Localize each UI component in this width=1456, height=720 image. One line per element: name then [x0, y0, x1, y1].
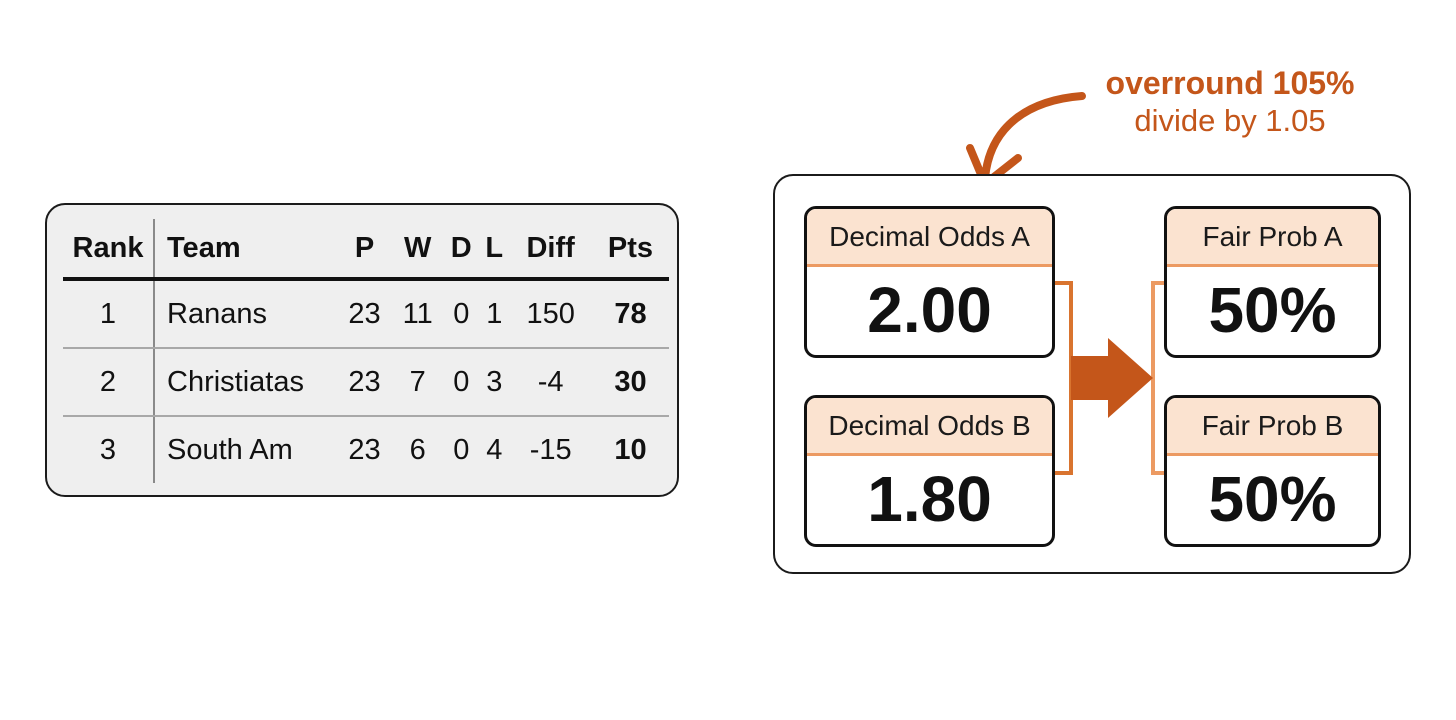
team-cell: Ranans: [154, 279, 337, 349]
rank-cell: 3: [63, 416, 155, 483]
points-cell: 78: [591, 279, 669, 349]
lost-cell: 4: [486, 433, 503, 466]
lost-cell: 1: [479, 279, 510, 349]
played-cell: 23: [337, 348, 393, 417]
diff-cell: -4: [509, 348, 592, 417]
points-cell: 10: [614, 433, 647, 466]
col-header-drawn: D: [443, 219, 480, 281]
decimal-odds-b-label: Decimal Odds B: [807, 398, 1052, 456]
fair-prob-a-box: Fair Prob A 50%: [1164, 206, 1381, 358]
won-cell: 11: [392, 279, 444, 349]
decimal-odds-a-box: Decimal Odds A 2.00: [804, 206, 1055, 358]
lost-cell: 3: [479, 348, 510, 417]
standings-table-card: Rank Team P W D L Diff Pts 1 Ranans 23 1…: [45, 203, 679, 497]
fair-prob-b-box: Fair Prob B 50%: [1164, 395, 1381, 547]
drawn-cell: 0: [453, 433, 470, 466]
table-row: 1 Ranans 23 11 0 1 150 78: [63, 279, 669, 349]
decimal-odds-a-label: Decimal Odds A: [807, 209, 1052, 267]
fair-prob-a-value: 50%: [1208, 274, 1337, 346]
col-header-played: P: [337, 219, 393, 281]
played-cell: 23: [348, 433, 381, 466]
right-arrow-icon: [1071, 338, 1153, 418]
team-cell: South Am: [167, 433, 293, 466]
col-header-won: W: [392, 219, 444, 281]
decimal-odds-a-value: 2.00: [867, 274, 992, 346]
diff-cell: -15: [529, 433, 572, 466]
col-header-lost: L: [479, 219, 510, 281]
col-header-diff: Diff: [509, 219, 592, 281]
table-row: 2 Christiatas 23 7 0 3 -4 30: [63, 348, 669, 417]
team-cell: Christiatas: [154, 348, 337, 417]
won-cell: 7: [392, 348, 444, 417]
overround-annotation: overround 105% divide by 1.05: [1090, 64, 1370, 140]
points-cell: 30: [591, 348, 669, 417]
decimal-odds-b-value: 1.80: [867, 463, 992, 535]
rank-cell: 1: [63, 279, 155, 349]
odds-conversion-panel: Decimal Odds A 2.00 Decimal Odds B 1.80 …: [773, 174, 1411, 574]
divide-note: divide by 1.05: [1134, 103, 1326, 138]
diff-cell: 150: [509, 279, 592, 349]
fair-prob-b-value: 50%: [1208, 463, 1337, 535]
standings-header-row: Rank Team P W D L Diff Pts: [63, 219, 669, 281]
col-header-rank: Rank: [63, 219, 155, 281]
rank-cell: 2: [63, 348, 155, 417]
overround-label: overround 105%: [1105, 65, 1355, 101]
decimal-odds-b-box: Decimal Odds B 1.80: [804, 395, 1055, 547]
fair-prob-b-label: Fair Prob B: [1167, 398, 1378, 456]
drawn-cell: 0: [443, 279, 480, 349]
standings-table: Rank Team P W D L Diff Pts 1 Ranans 23 1…: [63, 219, 669, 483]
drawn-cell: 0: [443, 348, 480, 417]
fair-prob-a-label: Fair Prob A: [1167, 209, 1378, 267]
table-row: 3 South Am 23 6 0 4 -15 10: [63, 416, 669, 483]
won-cell: 6: [409, 433, 426, 466]
conversion-connector: [1055, 281, 1164, 475]
played-cell: 23: [337, 279, 393, 349]
col-header-points: Pts: [591, 219, 669, 281]
col-header-team: Team: [154, 219, 337, 281]
